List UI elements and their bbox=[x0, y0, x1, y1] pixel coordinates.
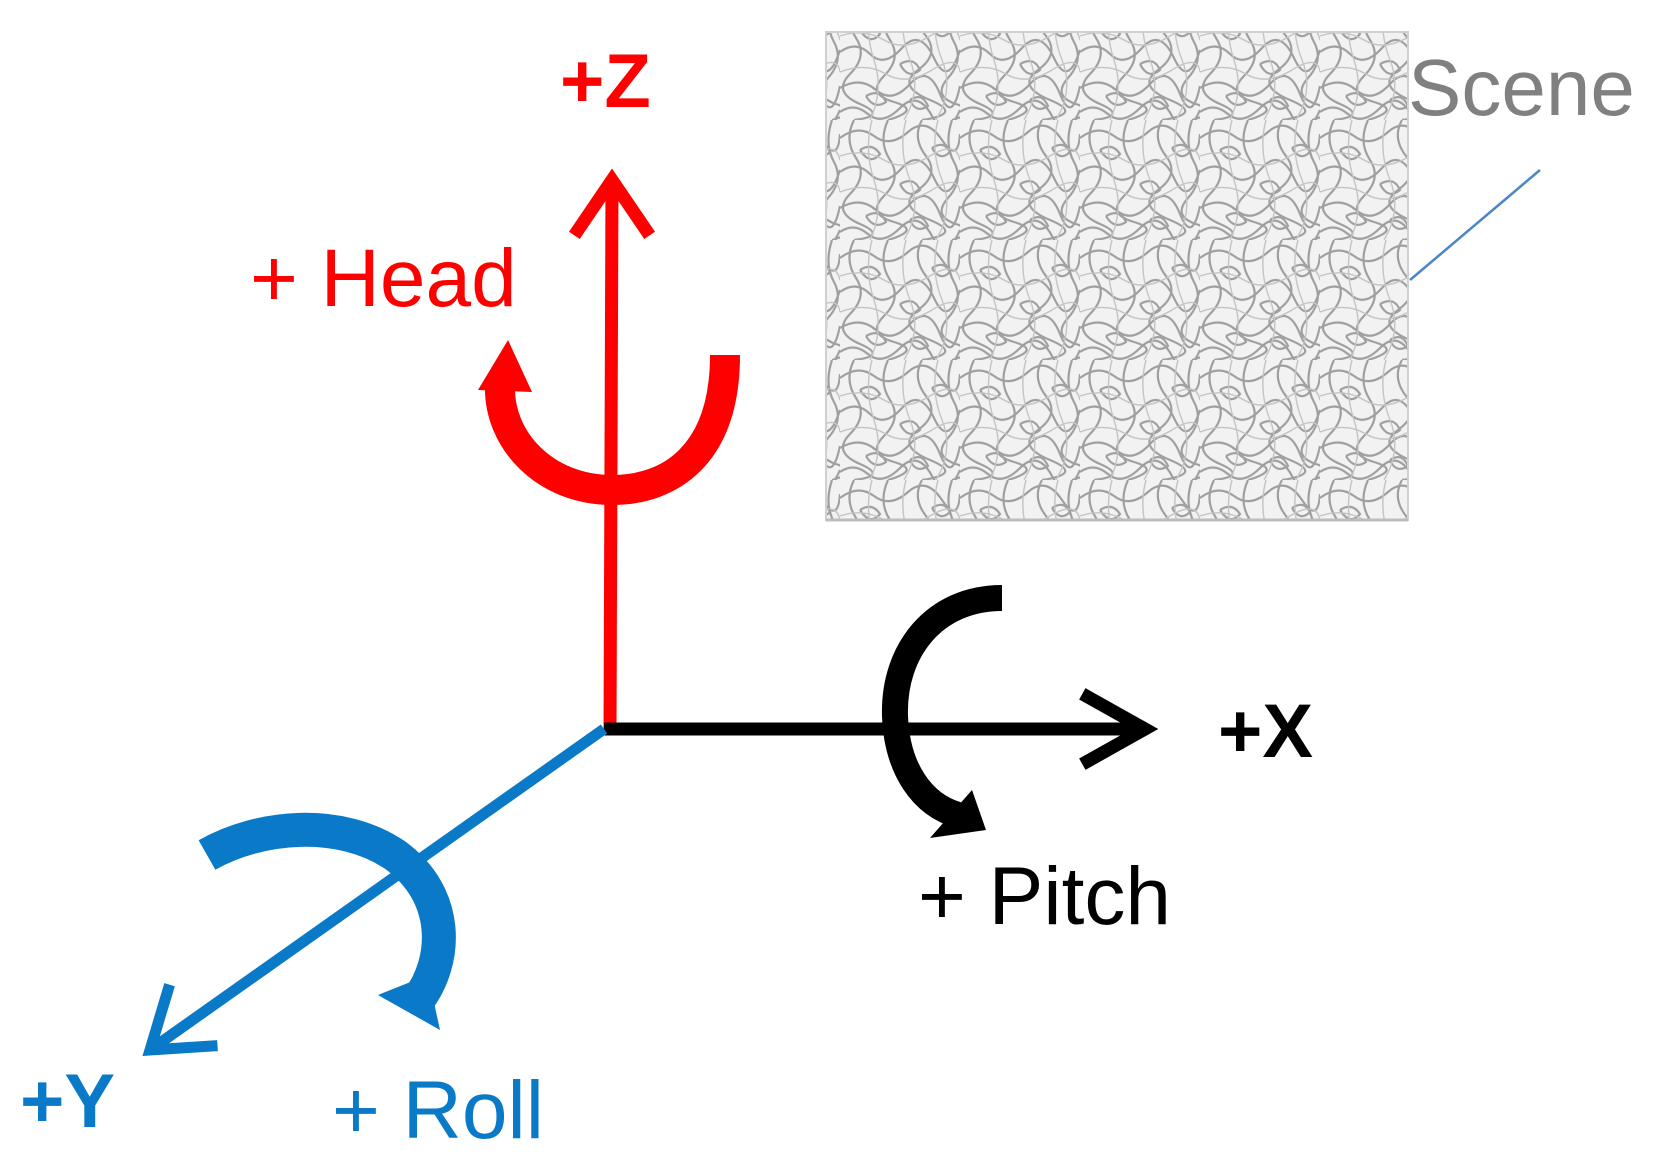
y-axis-label: +Y bbox=[20, 1059, 116, 1144]
curved-arrow-icon bbox=[881, 585, 1003, 828]
roll-label: + Roll bbox=[332, 1065, 544, 1156]
z-axis-label: +Z bbox=[560, 39, 651, 124]
roll-rotation-arrow bbox=[198, 812, 456, 1030]
curved-arrow-icon bbox=[198, 812, 456, 1011]
pitch-label: + Pitch bbox=[918, 851, 1171, 942]
scene-label: Scene bbox=[1408, 43, 1635, 132]
x-axis bbox=[604, 688, 1159, 770]
head-label: + Head bbox=[250, 233, 517, 324]
z-axis bbox=[568, 168, 656, 731]
x-axis-label: +X bbox=[1218, 689, 1314, 774]
head-rotation-arrow bbox=[478, 340, 740, 506]
y-axis bbox=[142, 724, 608, 1056]
curved-arrow-icon bbox=[484, 354, 740, 506]
pitch-rotation-arrow bbox=[881, 585, 1003, 838]
scene-panel bbox=[825, 31, 1409, 522]
scene-leader-line bbox=[1409, 169, 1541, 281]
